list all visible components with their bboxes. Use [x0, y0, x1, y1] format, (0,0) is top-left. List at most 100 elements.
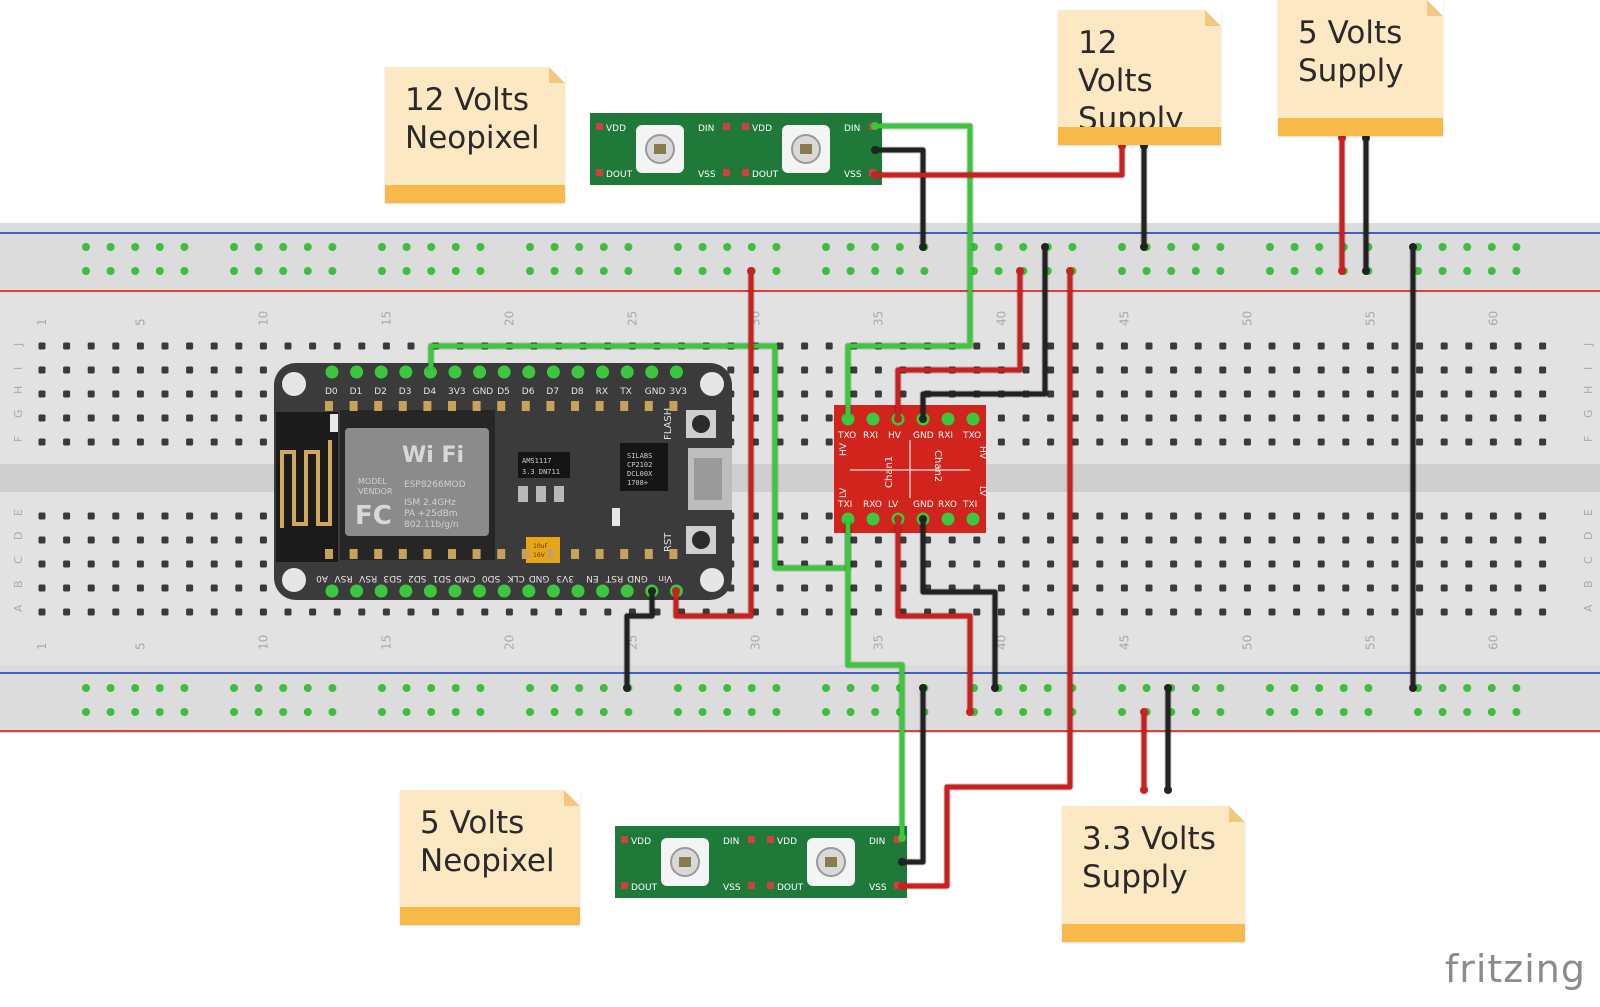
breadboard-hole — [259, 608, 267, 616]
column-number: 20 — [502, 311, 516, 326]
esp-module-shield — [345, 428, 489, 536]
rail-hole — [378, 243, 386, 251]
breadboard-hole — [63, 584, 71, 592]
level-shifter-bottom-label: GND — [913, 500, 934, 510]
breadboard-hole — [1268, 536, 1276, 544]
breadboard-hole — [1366, 342, 1374, 350]
breadboard-hole — [1145, 342, 1153, 350]
wire-shifter-gnd-bottom-end — [919, 515, 927, 523]
rail-hole — [920, 267, 929, 275]
breadboard-hole — [825, 390, 833, 398]
breadboard-hole — [1219, 342, 1227, 350]
breadboard-hole — [136, 390, 144, 398]
breadboard-hole — [382, 342, 390, 350]
breadboard-hole — [136, 560, 144, 568]
breadboard-hole — [1539, 536, 1547, 544]
rail-hole — [476, 267, 485, 275]
rail-hole — [994, 243, 1003, 251]
breadboard-hole — [997, 414, 1005, 422]
rail-hole — [1315, 708, 1324, 716]
breadboard-hole — [1317, 536, 1325, 544]
esp-flash-button-cap — [692, 415, 710, 433]
breadboard-hole — [899, 536, 907, 544]
breadboard-hole — [1047, 512, 1055, 520]
rail-hole — [1191, 243, 1200, 251]
row-letter: G — [12, 409, 25, 418]
rail-hole — [1118, 708, 1126, 716]
column-number: 10 — [256, 311, 270, 326]
breadboard-hole — [63, 390, 71, 398]
row-letter: J — [12, 343, 25, 347]
breadboard-hole — [1243, 560, 1251, 568]
rail-hole — [1438, 243, 1447, 251]
rail-hole — [575, 267, 584, 275]
neopixel-pad — [748, 882, 755, 889]
rail-hole — [526, 267, 534, 275]
breadboard-hole — [751, 608, 759, 616]
breadboard-hole — [1416, 536, 1424, 544]
breadboard-hole — [1071, 414, 1079, 422]
wire-5v-bottom-neopixel-end — [898, 882, 906, 890]
level-shifter-top-label: GND — [913, 431, 934, 441]
rail-hole — [427, 267, 436, 275]
breadboard-hole — [235, 560, 243, 568]
wire-gnd-bottom-neopixel-end — [898, 858, 906, 866]
breadboard-hole — [1268, 560, 1276, 568]
esp-pad — [398, 401, 407, 411]
breadboard-hole — [1440, 414, 1448, 422]
rail-hole — [476, 684, 485, 692]
rail-hole — [1118, 243, 1126, 251]
rail-hole — [106, 243, 115, 251]
rail-hole — [747, 243, 756, 251]
column-number: 50 — [1240, 311, 1254, 326]
breadboard-hole — [1071, 536, 1079, 544]
rail-hole — [526, 708, 534, 716]
breadboard-hole — [1120, 536, 1128, 544]
breadboard-hole — [1170, 512, 1178, 520]
rail-hole — [155, 243, 164, 251]
breadboard-hole — [259, 342, 267, 350]
esp-pad — [472, 401, 481, 411]
breadboard-hole — [1342, 608, 1350, 616]
esp-bottom-pin-label: CMD — [455, 573, 476, 583]
rail-hole — [599, 267, 608, 275]
breadboard-hole — [1293, 512, 1301, 520]
rail-hole — [230, 708, 238, 716]
rail-hole — [747, 708, 756, 716]
rail-hole — [155, 708, 164, 716]
neopixel-vdd-label: VDD — [777, 837, 797, 847]
breadboard-hole — [1120, 584, 1128, 592]
breadboard-hole — [161, 512, 169, 520]
breadboard-hole — [210, 342, 218, 350]
breadboard-hole — [259, 584, 267, 592]
esp-top-pin — [571, 365, 585, 379]
breadboard-hole — [1342, 342, 1350, 350]
wire-3v3-supply-gnd-end — [1164, 786, 1172, 794]
rail-hole — [1266, 684, 1274, 692]
breadboard-hole — [776, 608, 784, 616]
esp-smd-part — [536, 486, 546, 502]
level-shifter-bottom-label: TXI — [837, 500, 852, 510]
breadboard-hole — [1539, 584, 1547, 592]
breadboard-hole — [1047, 584, 1055, 592]
breadboard-hole — [1071, 584, 1079, 592]
breadboard-hole — [1071, 366, 1079, 374]
breadboard-hole — [1366, 584, 1374, 592]
breadboard-hole — [1514, 342, 1522, 350]
breadboard-hole — [38, 414, 46, 422]
breadboard-hole — [1096, 414, 1104, 422]
esp-module-pa: PA +25dBm — [404, 509, 458, 519]
esp-top-pin — [350, 365, 364, 379]
rail-hole — [180, 708, 189, 716]
breadboard-hole — [210, 438, 218, 446]
breadboard-hole — [1145, 584, 1153, 592]
breadboard-hole — [1489, 414, 1497, 422]
breadboard-hole — [1342, 512, 1350, 520]
breadboard-hole — [210, 366, 218, 374]
wire-shifter-gnd-top-end — [1041, 243, 1049, 251]
esp-bottom-pin — [423, 584, 437, 598]
breadboard-hole — [1219, 414, 1227, 422]
rail-hole — [772, 243, 781, 251]
breadboard-hole — [1022, 584, 1030, 592]
wire-shifter-gnd-bottom — [920, 516, 998, 691]
